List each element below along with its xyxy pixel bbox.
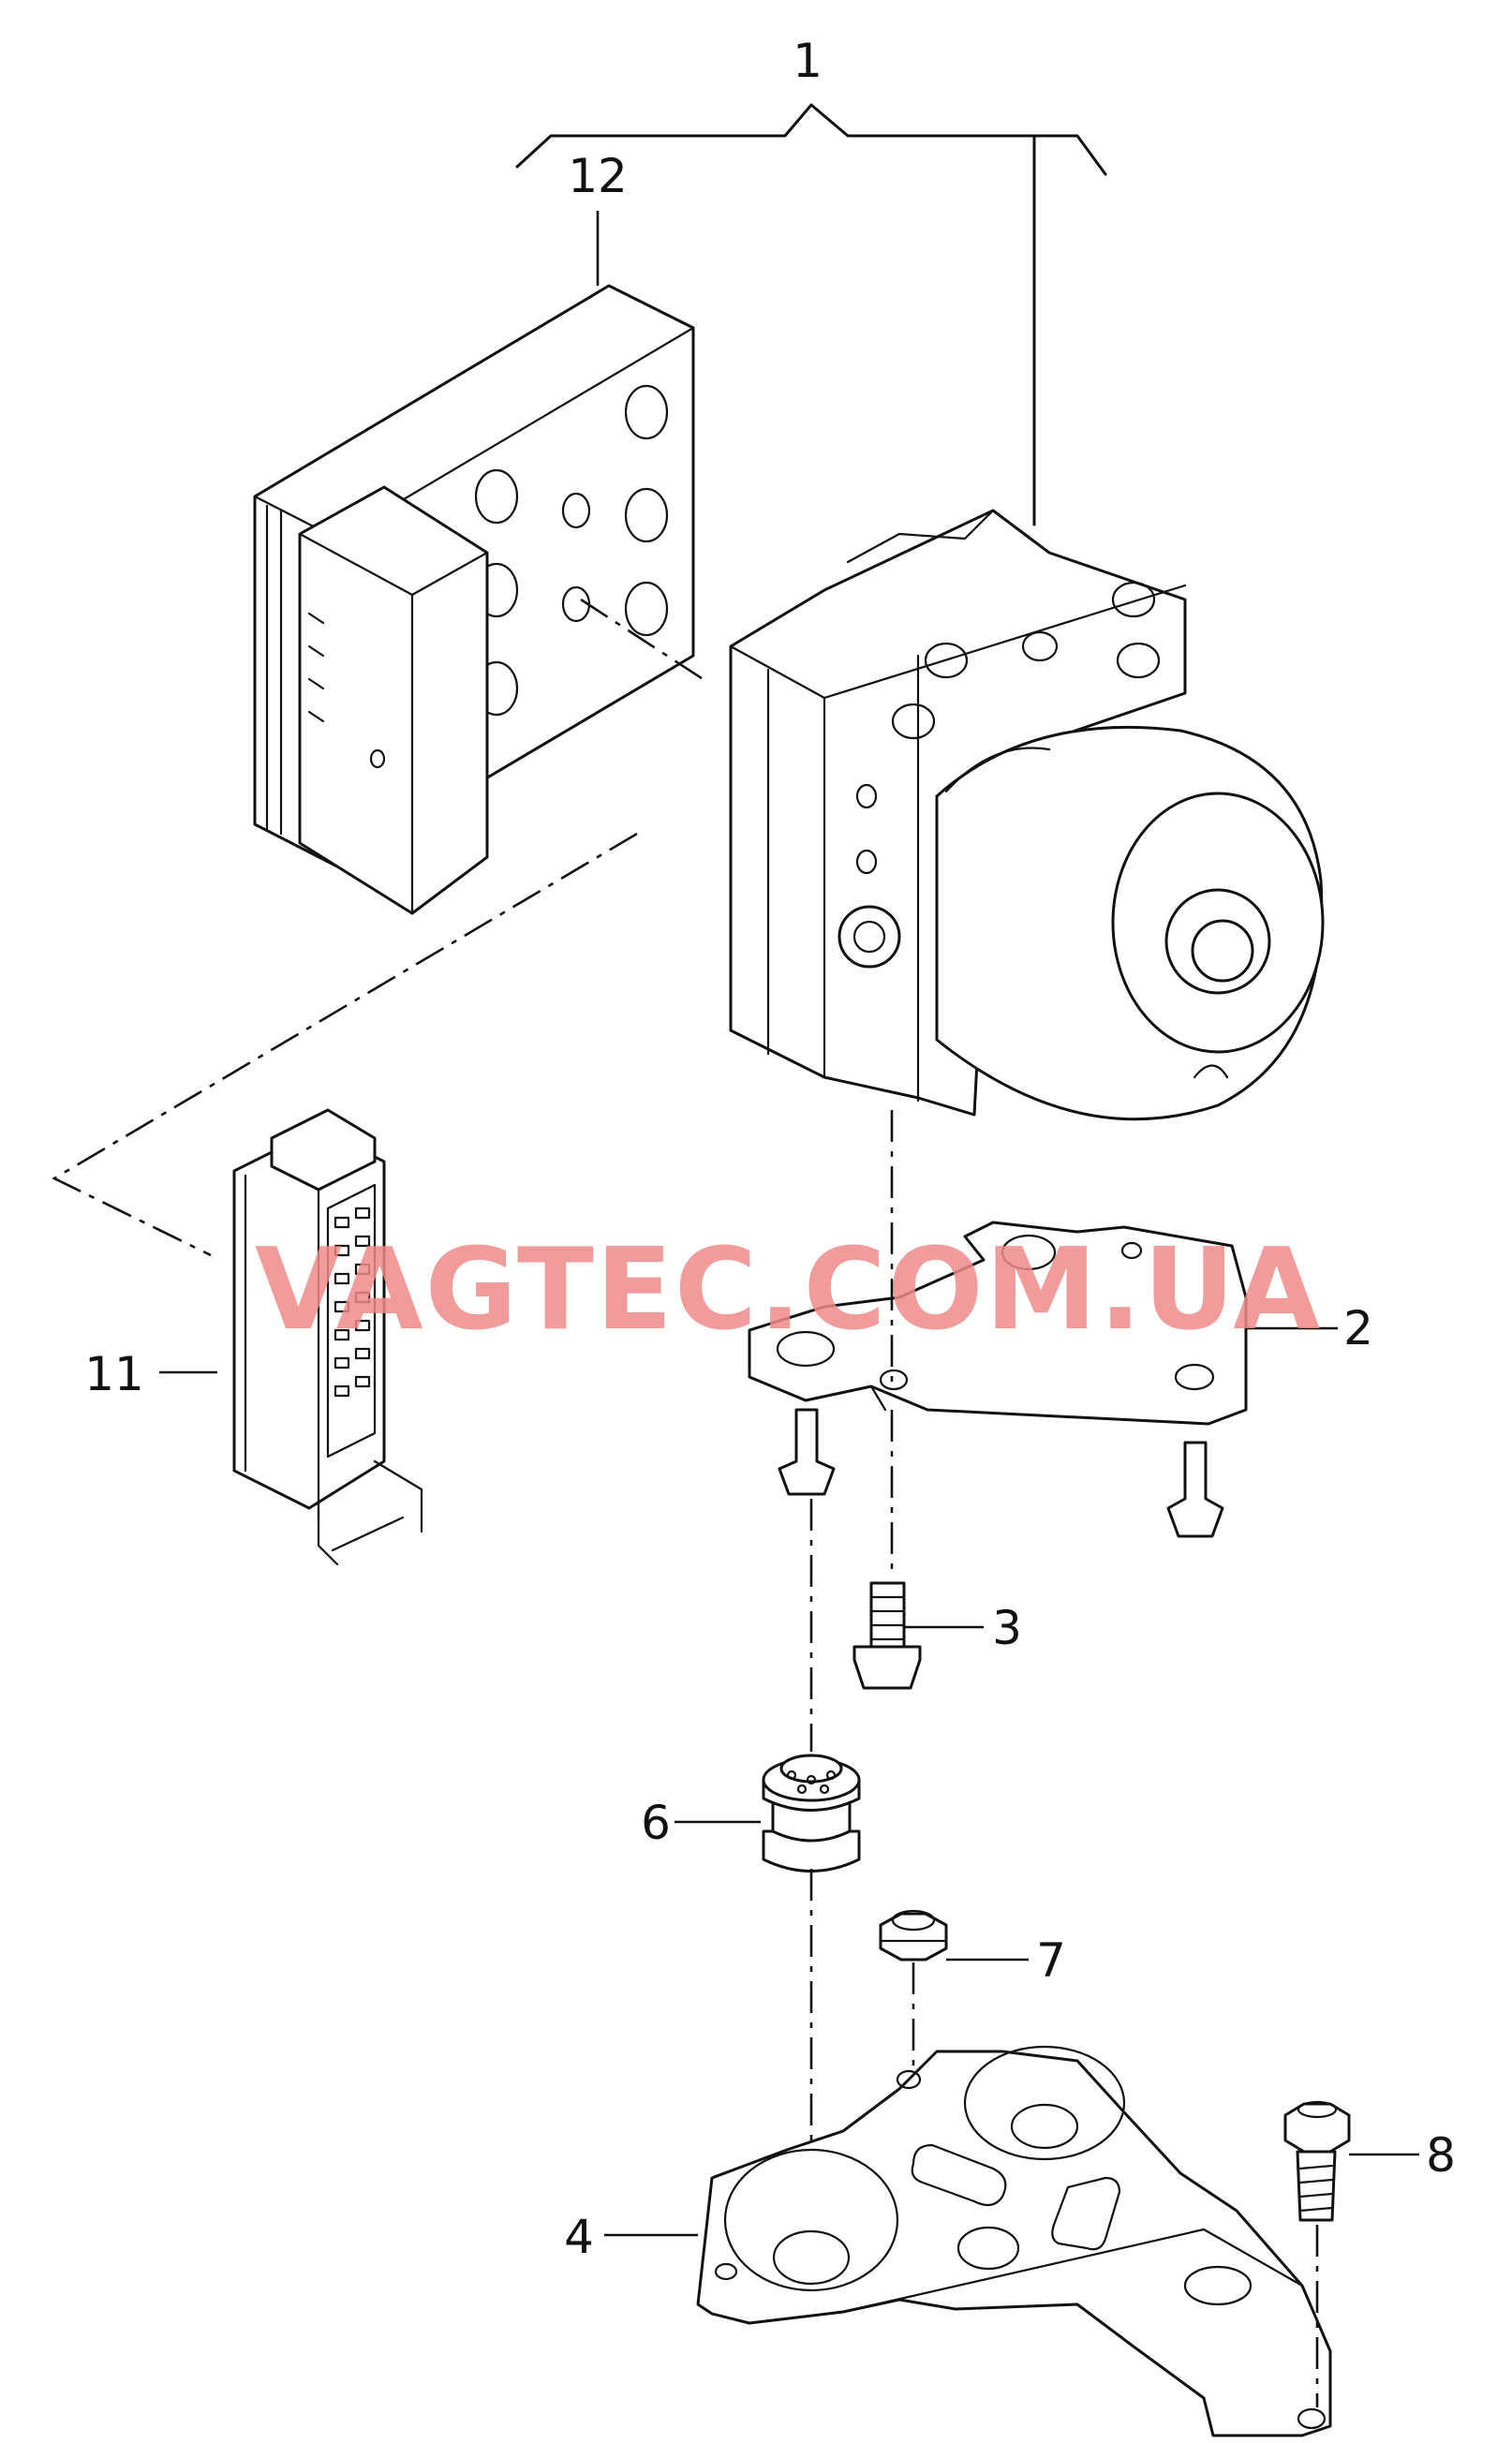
callout-8: 8 (1426, 2128, 1456, 2183)
bolt-3 (852, 1581, 922, 1690)
callout-11: 11 (84, 1347, 144, 1401)
callout-4: 4 (564, 2210, 594, 2264)
connector-dashline (52, 832, 638, 1257)
nut-7 (879, 1909, 948, 1962)
control-unit-connector (298, 485, 489, 915)
connector-housing (232, 1108, 423, 1566)
bracket-lower (696, 2045, 1332, 2437)
unit-to-pump-dashline (580, 598, 708, 684)
pump-motor (935, 725, 1325, 1121)
callout-12: 12 (568, 149, 628, 203)
bracket-stud-left (778, 1408, 836, 1496)
rubber-bush-6 (762, 1754, 861, 1873)
watermark-text: VAGTEC.COM.UA (255, 1225, 1322, 1355)
bracket-stud-right (1166, 1441, 1224, 1538)
connector-pins (334, 1207, 371, 1398)
callout-1: 1 (793, 34, 823, 88)
bracket-upper (748, 1221, 1248, 1426)
group-bracket-1 (515, 103, 1107, 526)
callout-7: 7 (1036, 1933, 1066, 1988)
callout-3: 3 (992, 1601, 1022, 1655)
bolt-8 (1283, 2100, 1351, 2222)
callout-2: 2 (1343, 1301, 1373, 1355)
callout-6: 6 (641, 1796, 671, 1850)
